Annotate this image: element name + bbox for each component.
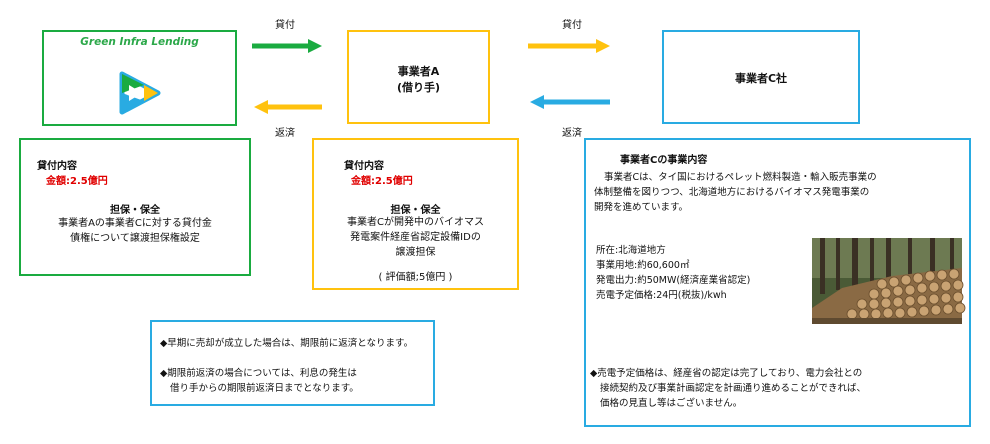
collateral-desc-2: 事業者Cが開発中のバイオマス 発電案件経産省認定設備IDの 譲渡担保: [314, 215, 517, 260]
description-line: 開発を進めています。: [594, 202, 689, 213]
loan-title-2: 貸付内容: [344, 161, 384, 172]
collateral-title-2: 担保・保全: [390, 205, 441, 216]
borrower-name: 事業者A: [397, 65, 440, 78]
business-notes: ◆売電予定価格は、経産省の認定は完了しており、電力会社との 接続契約及び事業計画…: [590, 366, 866, 411]
timber-photo: [812, 238, 966, 324]
collateral-line: 事業者Aの事業者Cに対する貸付金: [58, 218, 212, 229]
repay-label-2: 返済: [562, 128, 582, 139]
repay-label-1: 返済: [275, 128, 295, 139]
collateral-line: 譲渡担保: [395, 247, 436, 258]
description-line: 事業者Cは、タイ国におけるペレット燃料製造・輸入販売事業の: [604, 172, 877, 183]
notes-box: ◆早期に売却が成立した場合は、期限前に返済となります。 ◆期限前返済の場合につい…: [150, 320, 435, 406]
business-note-line: 価格の見直し等はございません。: [600, 398, 743, 409]
spec-output: 発電出力:約50MW(経済産業省認定): [596, 275, 751, 286]
lender-name: Green Infra Lending: [80, 36, 199, 48]
note-line-1: ◆早期に売却が成立した場合は、期限前に返済となります。: [160, 338, 414, 349]
loan-details-box-2: 貸付内容 金額:2.5億円 担保・保全 事業者Cが開発中のバイオマス 発電案件経…: [312, 138, 519, 290]
repay-arrow-1: [254, 100, 322, 114]
business-box: 事業者Cの事業内容 事業者Cは、タイ国におけるペレット燃料製造・輸入販売事業の …: [584, 138, 971, 427]
lend-label-1: 貸付: [275, 20, 295, 31]
valuation-text: ( 評価額;5億円 ): [378, 272, 453, 283]
spec-price: 売電予定価格:24円(税抜)/kwh: [596, 290, 727, 301]
lender-box: Green Infra Lending: [42, 30, 237, 126]
collateral-line: 発電案件経産省認定設備IDの: [350, 232, 481, 243]
business-description: 事業者Cは、タイ国におけるペレット燃料製造・輸入販売事業の 体制整備を図りつつ、…: [594, 170, 877, 215]
collateral-line: 事業者Cが開発中のバイオマス: [347, 217, 484, 228]
collateral-line: 債権について譲渡担保権設定: [70, 233, 200, 244]
note-line-3: 借り手からの期限前返済日までとなります。: [170, 383, 359, 394]
lend-arrow-1: [252, 39, 322, 53]
business-note-line: 接続契約及び事業計画認定を計画通り進めることができれば、: [600, 383, 867, 394]
collateral-title-1: 担保・保全: [110, 205, 160, 216]
business-note-line: ◆売電予定価格は、経産省の認定は完了しており、電力会社との: [590, 368, 863, 379]
borrower-box: 事業者A (借り手): [347, 30, 490, 124]
spec-location: 所在:北海道地方: [596, 245, 666, 256]
company-c-box: 事業者C社: [662, 30, 860, 124]
loan-title-1: 貸付内容: [37, 161, 77, 172]
loan-amount-1: 金額:2.5億円: [46, 176, 108, 187]
repay-arrow-2: [530, 95, 610, 109]
spec-land: 事業用地:約60,600㎡: [596, 260, 690, 271]
lender-logo-icon: [119, 71, 161, 115]
lend-label-2: 貸付: [562, 20, 582, 31]
company-c-name: 事業者C社: [734, 72, 788, 85]
lend-arrow-2: [528, 39, 610, 53]
loan-details-box-1: 貸付内容 金額:2.5億円 担保・保全 事業者Aの事業者Cに対する貸付金 債権に…: [19, 138, 251, 276]
loan-amount-2: 金額:2.5億円: [351, 176, 413, 187]
note-line-2: ◆期限前返済の場合については、利息の発生は: [160, 368, 357, 379]
description-line: 体制整備を図りつつ、北海道地方におけるバイオマス発電事業の: [594, 187, 870, 198]
borrower-role: (借り手): [396, 81, 441, 94]
business-title: 事業者Cの事業内容: [620, 155, 708, 166]
collateral-desc-1: 事業者Aの事業者Cに対する貸付金 債権について譲渡担保権設定: [21, 216, 249, 246]
business-specs: 所在:北海道地方 事業用地:約60,600㎡ 発電出力:約50MW(経済産業省認…: [596, 243, 750, 303]
